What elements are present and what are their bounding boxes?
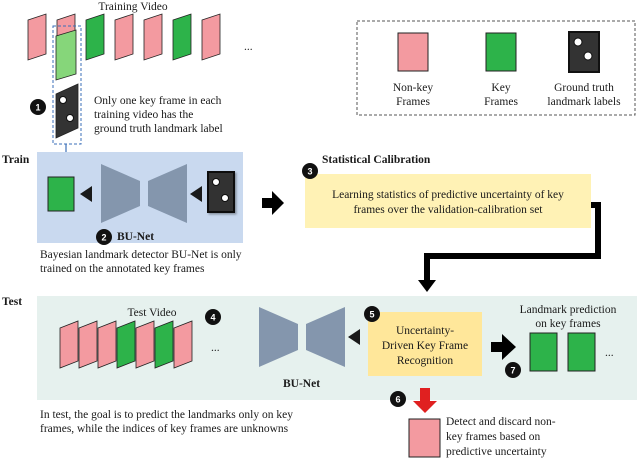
test-encoder — [259, 307, 298, 367]
landmark-dot-icon — [66, 114, 74, 122]
calibration-title: Statistical Calibration — [322, 154, 431, 166]
training-video-frames — [27, 13, 221, 81]
landmark-dot-icon — [221, 194, 229, 202]
key-frame — [116, 320, 136, 369]
non-key-frame — [201, 13, 221, 61]
test-video-label: Test Video — [127, 307, 176, 319]
train-output-arrow — [190, 186, 202, 202]
test-caption-1: In test, the goal is to predict the land… — [40, 409, 293, 421]
legend-key: Key Frames — [484, 32, 518, 108]
non-key-frame — [97, 320, 117, 369]
step1-line-1: Only one key frame in each — [94, 95, 222, 107]
step-badge-1: 1 — [30, 99, 46, 115]
non-key-frame — [143, 13, 163, 61]
training-video-title: Training Video — [98, 1, 168, 13]
step-badge-5: 5 — [364, 306, 380, 322]
calibration-line-1: Learning statistics of predictive uncert… — [332, 189, 564, 201]
svg-text:6: 6 — [395, 395, 400, 405]
training-video-ellipsis: ... — [244, 41, 253, 53]
selected-key-frame — [55, 29, 77, 81]
prediction-line-1: Landmark prediction — [520, 304, 617, 316]
test-decoder — [306, 307, 345, 367]
prediction-line-2: on key frames — [535, 318, 601, 330]
train-caption-2: trained on the annotated key frames — [40, 263, 205, 275]
calibration-line-2: frames over the validation-calibration s… — [353, 204, 543, 216]
legend-key-swatch — [485, 32, 517, 72]
step-badge-2: 2 — [96, 229, 112, 245]
test-net-output-arrow — [348, 329, 360, 345]
key-frame — [172, 13, 192, 61]
step1-line-3: ground truth landmark label — [94, 123, 223, 135]
train-caption-1: Bayesian landmark detector BU-Net is onl… — [40, 249, 242, 261]
recognition-to-prediction-arrow — [491, 334, 516, 360]
test-video-ellipsis: ... — [211, 342, 220, 354]
non-key-frame — [135, 320, 155, 369]
key-frame-selection-outline — [52, 25, 82, 145]
non-key-frame — [78, 320, 98, 369]
landmark-dot-icon — [59, 96, 67, 104]
landmark-dot-icon — [583, 51, 593, 61]
legend-landmark-label-1: Ground truth — [554, 82, 614, 94]
discard-line-3: predictive uncertainty — [446, 446, 547, 458]
step-badge-4: 4 — [205, 309, 221, 325]
step-badge-6: 6 — [390, 391, 406, 407]
svg-text:2: 2 — [101, 233, 106, 243]
predicted-key-frame — [529, 332, 558, 372]
recognition-box — [368, 312, 482, 376]
legend-landmark-label-2: landmark labels — [547, 96, 621, 108]
train-decoder — [148, 164, 187, 223]
step-badge-3: 3 — [302, 163, 318, 179]
non-key-frame — [59, 320, 79, 369]
step1-line-2: training video has the — [94, 109, 193, 121]
non-key-frame — [114, 13, 134, 61]
non-key-frame — [173, 320, 193, 369]
train-bu-net-label: BU-Net — [117, 231, 154, 243]
legend-key-label-1: Key — [491, 82, 510, 94]
legend-non-key: Non-key Frames — [393, 32, 433, 108]
predicted-key-frame — [567, 332, 596, 372]
discard-line-1: Detect and discard non- — [446, 416, 556, 428]
svg-text:3: 3 — [307, 167, 312, 177]
annotated-frame-body — [55, 83, 79, 139]
legend-landmark-swatch — [568, 31, 600, 73]
landmark-dot-icon — [573, 37, 583, 47]
step-badge-7: 7 — [505, 362, 521, 378]
calibration-to-test-arrowhead — [418, 280, 436, 292]
key-frame — [154, 320, 174, 369]
recognition-line-1: Uncertainty- — [396, 325, 454, 337]
key-frame — [85, 13, 105, 61]
legend-non-key-swatch — [397, 32, 429, 72]
legend-landmark: Ground truth landmark labels — [547, 31, 621, 108]
train-encoder — [101, 164, 140, 223]
recognition-line-3: Recognition — [397, 355, 453, 367]
train-to-calibration-arrow — [262, 191, 284, 215]
legend-key-label-2: Frames — [484, 96, 518, 108]
legend-non-key-label-2: Frames — [396, 96, 430, 108]
svg-text:7: 7 — [510, 366, 515, 376]
test-video-frames — [59, 320, 193, 369]
discard-line-2: key frames based on — [446, 431, 540, 443]
train-input-key-frame — [47, 176, 75, 212]
annotated-key-frame — [55, 83, 79, 139]
svg-text:5: 5 — [369, 310, 374, 320]
calibration-box — [305, 174, 591, 228]
discarded-non-key-frame — [408, 418, 441, 458]
train-section-label: Train — [2, 154, 30, 166]
landmark-dot-icon — [212, 178, 220, 186]
svg-text:4: 4 — [210, 313, 215, 323]
legend-non-key-label-1: Non-key — [393, 82, 433, 94]
calibration-to-test-arrow — [424, 202, 601, 282]
recognition-line-2: Driven Key Frame — [382, 340, 468, 352]
train-output-landmark-frame — [207, 171, 235, 213]
discard-arrow — [413, 388, 437, 413]
prediction-ellipsis: ... — [605, 347, 614, 359]
test-caption-2: frames, while the indices of key frames … — [40, 423, 289, 435]
non-key-frame — [27, 13, 47, 61]
test-section-label: Test — [2, 296, 22, 308]
test-bu-net-label: BU-Net — [283, 378, 320, 390]
svg-text:1: 1 — [35, 103, 40, 113]
train-input-arrow — [80, 186, 92, 202]
